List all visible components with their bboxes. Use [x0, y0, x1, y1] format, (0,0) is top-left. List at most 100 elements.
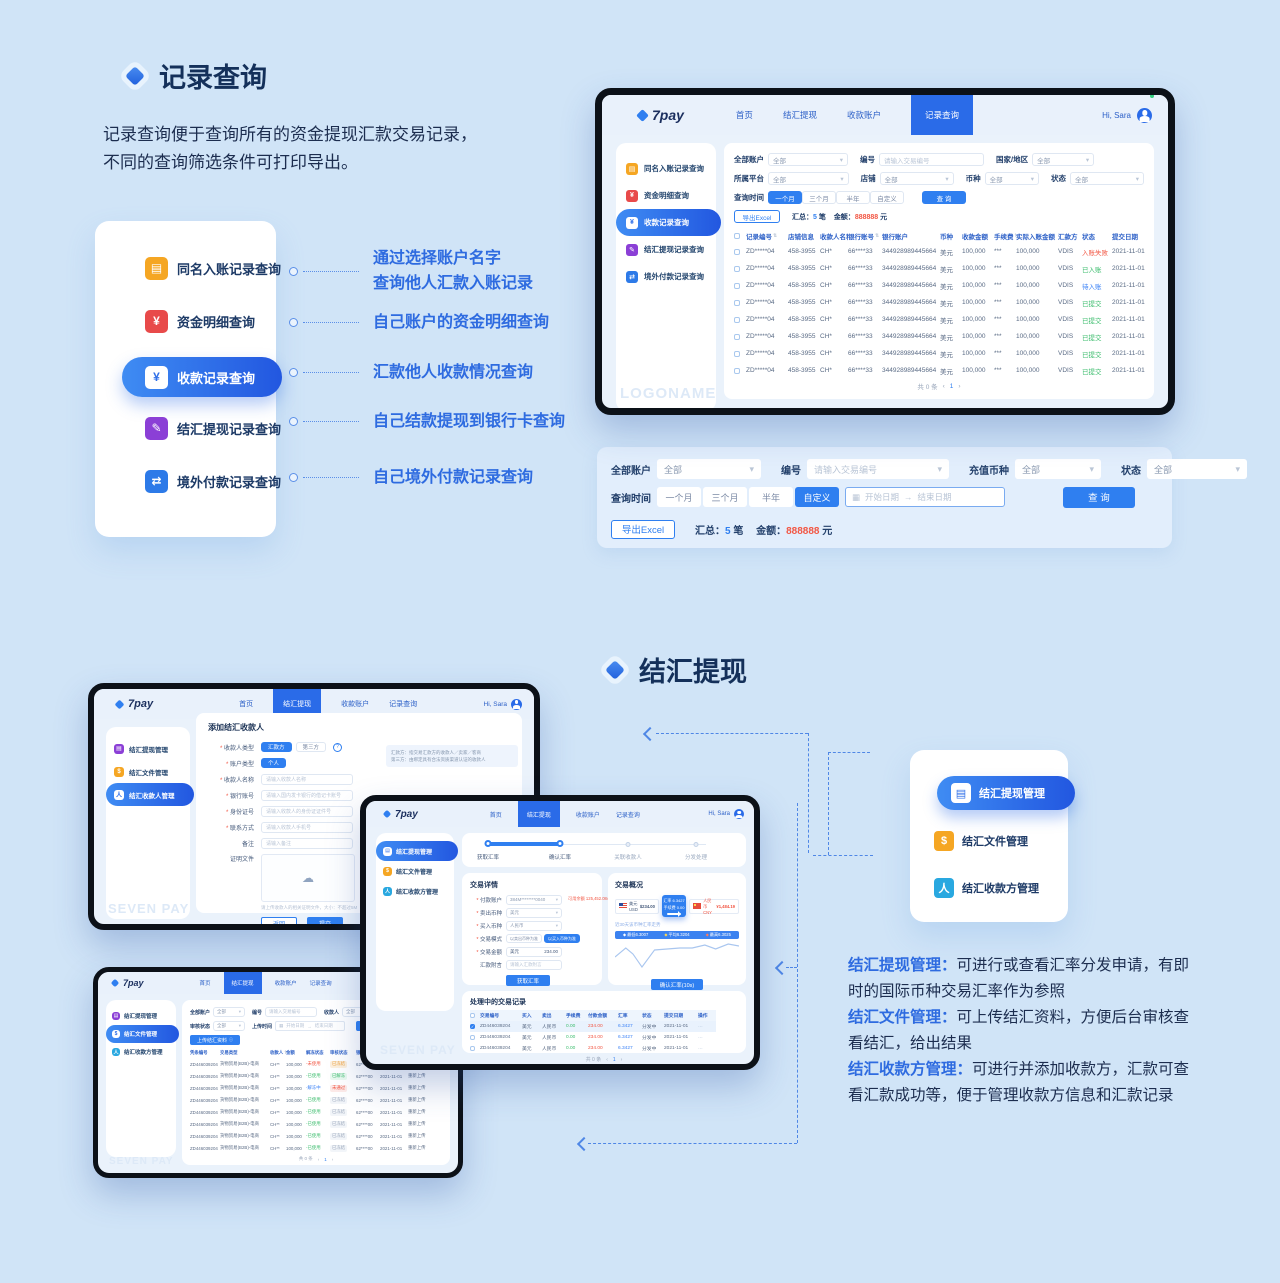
platform-select[interactable]: 全部▾ [768, 172, 849, 185]
mode-sell-chip[interactable]: 以卖出币种为准 [506, 934, 542, 943]
region-select[interactable]: 全部▾ [1032, 153, 1095, 166]
info-icon[interactable]: ? [333, 742, 343, 752]
pagination-next[interactable]: › [620, 1056, 623, 1063]
sort-icon[interactable]: ⇅ [875, 232, 880, 239]
payee-type-remitter-chip[interactable]: 汇款方 [261, 742, 292, 752]
nav-item-首页[interactable]: 首页 [239, 701, 254, 708]
account-select[interactable]: 全部▾ [213, 1007, 246, 1017]
pagination-next[interactable]: › [331, 1156, 334, 1162]
column-header-操作[interactable]: 操作 [698, 1010, 716, 1021]
time-chip-三个月[interactable]: 三个月 [802, 191, 836, 204]
time-chip-三个月[interactable]: 三个月 [703, 487, 747, 507]
date-range-input[interactable]: ▦ 开始日期 → 结束日期 [275, 1021, 346, 1031]
nav-item-首页[interactable]: 首页 [489, 812, 502, 819]
remark-input[interactable]: 请输入备注 [261, 837, 353, 849]
row-checkbox-cell[interactable] [470, 1043, 480, 1054]
reupload-link[interactable]: 重新上传 [408, 1097, 426, 1102]
column-header-提交日期[interactable]: 提交日期 [1112, 233, 1138, 241]
avatar[interactable] [1137, 107, 1152, 123]
nav-item-收款账户[interactable]: 收款账户 [846, 110, 881, 120]
sidebar-item-同名入账记录查询[interactable]: ▤同名入账记录查询 [616, 155, 716, 182]
column-header-交易编号[interactable]: 交易编号 [480, 1010, 522, 1021]
checkbox[interactable] [734, 367, 740, 374]
date-range-input[interactable]: ▦ 开始日期 → 结束日期 [845, 487, 1005, 507]
checkbox[interactable] [734, 248, 740, 255]
memo-input[interactable]: 请输入汇款附言 [506, 959, 562, 970]
sidebar-item-结汇提现管理[interactable]: ▤结汇提现管理 [106, 1007, 176, 1025]
column-header-提交日期[interactable]: 提交日期 [664, 1010, 698, 1021]
status-select[interactable]: 全部▾ [1069, 172, 1144, 185]
search-button[interactable]: 查 询 [1063, 486, 1135, 508]
nav-item-结汇提现[interactable]: 结汇提现 [517, 801, 560, 827]
column-header-实际入账金额[interactable]: 实际入账金额 [1016, 233, 1055, 241]
column-header-收款人名称[interactable]: 收款人名称 [820, 233, 848, 241]
checkbox[interactable] [734, 232, 740, 239]
code-input[interactable]: 请输入交易编号 [265, 1007, 318, 1017]
sidebar-item-结汇提现记录查询[interactable]: ✎结汇提现记录查询 [616, 236, 716, 263]
checkbox[interactable] [470, 1046, 475, 1051]
nav-item-结汇提现[interactable]: 结汇提现 [782, 110, 817, 120]
column-header-凭条编号[interactable]: 凭条编号 [190, 1050, 208, 1055]
time-chip-一个月[interactable]: 一个月 [768, 191, 802, 204]
reupload-link[interactable]: 重新上传 [408, 1145, 426, 1150]
sidebar-item-境外付款记录查询[interactable]: ⇄境外付款记录查询 [616, 263, 716, 290]
column-header-卖出[interactable]: 卖出 [542, 1010, 566, 1021]
checkbox[interactable] [734, 350, 740, 357]
contact-input[interactable]: 请输入收款人手机号 [261, 821, 353, 833]
checkbox[interactable] [734, 333, 740, 340]
column-header-买入[interactable]: 买入 [522, 1010, 542, 1021]
row-checkbox-cell[interactable]: ✓ [470, 1021, 480, 1032]
checkbox[interactable] [734, 265, 740, 272]
sort-icon[interactable]: ⇅ [284, 1050, 286, 1056]
time-chip-自定义[interactable]: 自定义 [795, 487, 839, 507]
bank-no-input[interactable]: 请输入国内发卡银行的借记卡账号 [261, 789, 353, 801]
column-header-银行账号[interactable]: 银行账号⇅ [848, 232, 880, 241]
pagination-page[interactable]: 1 [949, 382, 954, 390]
mode-buy-chip[interactable]: 以买入币种为准 [544, 934, 580, 943]
settlement-menu-结汇文件管理[interactable]: $结汇文件管理 [910, 824, 1068, 858]
sidebar-item-结汇提现管理[interactable]: ▤结汇提现管理 [106, 737, 190, 760]
column-header-解冻状态[interactable]: 解冻状态 [306, 1050, 324, 1055]
nav-item-记录查询[interactable]: 记录查询 [309, 981, 332, 987]
sidebar-item-结汇收款方管理[interactable]: 人结汇收款方管理 [376, 881, 454, 901]
checkbox[interactable] [470, 1035, 475, 1040]
nav-item-记录查询[interactable]: 记录查询 [910, 95, 973, 135]
column-header-状态[interactable]: 状态 [1082, 233, 1095, 241]
status-select[interactable]: 全部▾ [1147, 459, 1247, 479]
buy-currency-select[interactable]: 人民币▾ [506, 920, 562, 931]
pagination-prev[interactable]: ‹ [606, 1056, 608, 1063]
column-header-记录编号[interactable]: 记录编号⇅ [746, 232, 778, 241]
row-checkbox-cell[interactable] [734, 277, 746, 294]
reupload-link[interactable]: 重新上传 [408, 1121, 426, 1126]
column-header-审核状态[interactable]: 审核状态 [330, 1050, 348, 1055]
review-status-select[interactable]: 全部▾ [213, 1021, 246, 1031]
pagination-next[interactable]: › [958, 382, 961, 390]
avatar[interactable] [511, 698, 522, 710]
sidebar-item-结汇文件管理[interactable]: $结汇文件管理 [106, 1025, 179, 1043]
select-all-checkbox[interactable] [470, 1010, 480, 1021]
search-button[interactable]: 查 询 [922, 191, 966, 204]
row-checkbox-cell[interactable] [734, 294, 746, 311]
code-input[interactable]: 请输入交易编号 [879, 153, 984, 166]
nav-item-记录查询[interactable]: 记录查询 [615, 812, 640, 819]
column-header-状态[interactable]: 状态 [642, 1010, 664, 1021]
checkbox[interactable] [734, 316, 740, 323]
upload-dropzone[interactable]: ☁ [261, 854, 355, 902]
account-type-personal-chip[interactable]: 个人 [261, 758, 287, 768]
column-header-店铺信息[interactable]: 店铺信息 [788, 233, 814, 241]
nav-item-收款账户[interactable]: 收款账户 [274, 981, 297, 987]
sidebar-item-资金明细查询[interactable]: ¥资金明细查询 [95, 301, 276, 341]
column-header-汇款方[interactable]: 汇款方 [1058, 233, 1078, 241]
export-excel-button[interactable]: 导出Excel [611, 519, 675, 539]
shop-select[interactable]: 全部▾ [879, 172, 954, 185]
column-header-收款人[interactable]: 收款人⇅ [270, 1048, 286, 1058]
reupload-link[interactable]: 重新上传 [408, 1109, 426, 1114]
sidebar-item-结汇文件管理[interactable]: $结汇文件管理 [106, 760, 190, 783]
column-header-手续费[interactable]: 手续费 [566, 1010, 588, 1021]
sidebar-item-同名入账记录查询[interactable]: ▤同名入账记录查询 [95, 248, 281, 288]
nav-item-首页[interactable]: 首页 [199, 981, 211, 987]
user-area[interactable]: Hi, Sara [484, 698, 534, 710]
sidebar-item-境外付款记录查询[interactable]: ⇄境外付款记录查询 [95, 461, 281, 501]
